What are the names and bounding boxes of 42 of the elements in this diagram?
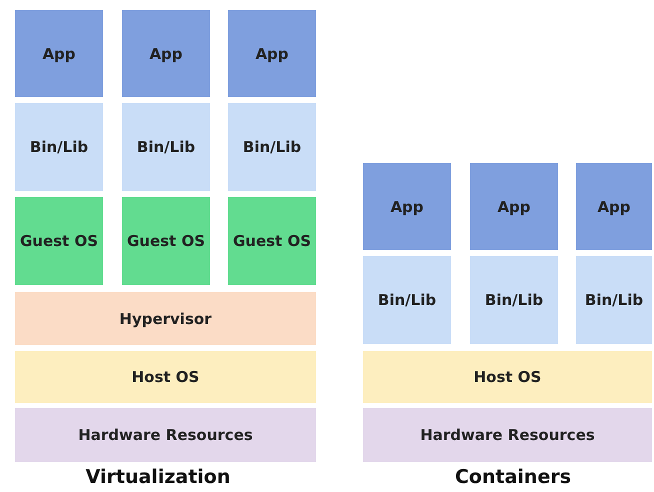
layer-label: App: [497, 198, 531, 216]
guest-os-layer: [228, 197, 316, 285]
hardware-layer: [15, 408, 316, 462]
app-layer: [15, 10, 103, 97]
library-layer: [228, 103, 316, 191]
app-layer: [122, 10, 210, 97]
layer-label: Bin/Lib: [484, 291, 544, 309]
layer-label: App: [390, 198, 424, 216]
layer-label: Guest OS: [20, 232, 98, 250]
app-layer: [363, 163, 451, 250]
guest-os-layer: [15, 197, 103, 285]
layer-label: Bin/Lib: [136, 138, 196, 156]
layer-label: Bin/Lib: [378, 291, 436, 309]
app-layer: [470, 163, 558, 250]
app-layer: [576, 163, 652, 250]
layer-label: Hypervisor: [119, 310, 212, 328]
app-layer: [228, 10, 316, 97]
layer-label: App: [149, 44, 183, 62]
layer-label: Bin/Lib: [242, 138, 302, 156]
layer-label: Hardware Resources: [420, 426, 595, 444]
library-layer: [470, 256, 558, 344]
layer-label: Guest OS: [126, 232, 206, 250]
layer-label: Host OS: [474, 368, 542, 386]
layer-label: Guest OS: [232, 232, 312, 250]
host-os-layer: [15, 351, 316, 403]
layer-label: Bin/Lib: [584, 291, 644, 309]
layer-label: Hardware Resources: [78, 426, 253, 444]
layer-label: Host OS: [132, 368, 200, 386]
host-os-layer: [363, 351, 652, 403]
hardware-layer: [363, 408, 652, 462]
hypervisor-layer: [15, 292, 316, 345]
layer-label: App: [42, 44, 76, 62]
library-layer: [15, 103, 103, 191]
library-layer: [363, 256, 451, 344]
layer-label: App: [255, 44, 289, 62]
library-layer: [576, 256, 652, 344]
stack-caption: Containers: [454, 466, 572, 488]
layer-label: App: [597, 198, 631, 216]
library-layer: [122, 103, 210, 191]
guest-os-layer: [122, 197, 210, 285]
stack-caption: Virtualization: [86, 466, 230, 488]
layer-label: Bin/Lib: [30, 138, 88, 156]
